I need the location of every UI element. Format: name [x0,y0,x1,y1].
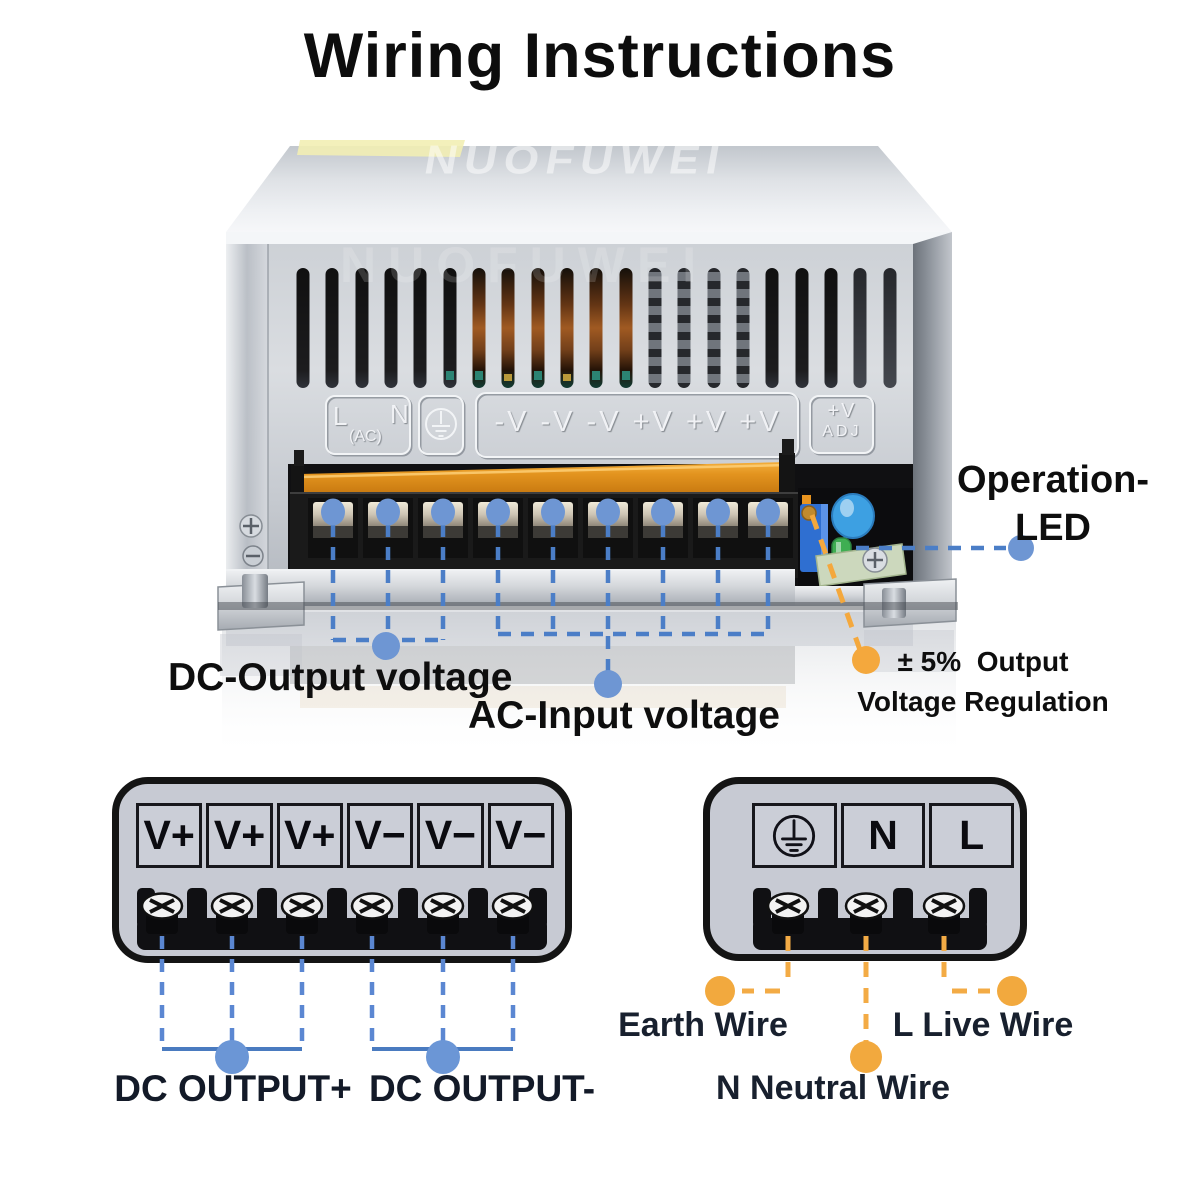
led-callout-dot [1008,535,1034,561]
front-edge-highlight [226,232,952,244]
ac-input-voltage-label: AC-Input voltage [468,694,780,737]
psu-top-face [226,146,952,232]
live-wire-label: L Live Wire [892,1006,1074,1044]
dc-cell-vminus-1: V− [346,803,414,868]
panel-label-neutral: N [390,399,409,429]
dc-output-callout-dot [372,632,400,660]
pcb-screw [862,547,888,573]
adjust-and-led-section [798,488,913,614]
left-flange-screw [242,545,264,567]
pcb-edge [815,543,907,587]
dc-terminal-cells: V+ V+ V+ V− V− V− [136,803,554,868]
panel-label-dc-row: -V -V -V +V +V +V [494,406,782,438]
neutral-wire-label: N Neutral Wire [716,1069,950,1107]
panel-label-ac: (AC) [349,428,382,445]
operation-led-line2: LED [1015,507,1091,549]
dc-cell-vminus-2: V− [417,803,484,868]
dc-cell-vplus-3: V+ [276,803,343,868]
ac-terminal-cells: N L [752,803,1015,868]
engraved-earth-icon [425,408,457,440]
earth-ground-icon [773,814,816,857]
regulation-callout-dot [852,646,880,674]
dc-terminal-diagram: V+ V+ V+ V− V− V− [112,777,572,963]
dc-cell-vplus-1: V+ [136,803,203,868]
ac-input-callout-dot [594,670,622,698]
dc-cell-vplus-2: V+ [206,803,273,868]
top-sticker [297,140,465,157]
case-lower-lip [226,570,795,606]
vent-grid [296,268,897,388]
left-standoff [242,574,268,608]
page-title: Wiring Instructions [303,21,897,91]
case-shadow [218,602,958,610]
dc-cell-vminus-3: V− [487,803,554,868]
regulation-callout-line [809,514,880,674]
panel-label-live: L [333,401,348,431]
earth-wire-label: Earth Wire [618,1006,788,1044]
dc-output-positive-label: DC OUTPUT+ [114,1068,352,1109]
floor-reflection [220,610,956,760]
dc-output-voltage-label: DC-Output voltage [168,656,513,699]
psu-right-face [913,232,952,606]
ac-cell-live: L [929,803,1015,868]
left-case-screw [239,514,263,538]
operation-led-line1: Operation- [956,459,1150,501]
ac-cell-neutral: N [840,803,926,868]
ac-terminal-diagram: N L [703,777,1027,961]
ac-cell-earth [752,803,837,868]
terminal-label-plate [325,392,876,460]
panel-label-adj-bottom: ADJ [822,423,862,440]
panel-label-adj-top: +V [827,400,857,422]
voltage-regulation-label: ± 5% Output Voltage Regulation [848,642,1118,722]
operation-led-label: Operation- LED [950,456,1156,552]
voltage-regulation-line2: Voltage Regulation [857,686,1109,717]
voltage-regulation-line1: ± 5% Output [897,646,1069,677]
terminal-dots [321,498,1034,698]
dc-output-negative-label: DC OUTPUT- [368,1068,596,1109]
mounting-hardware [217,514,958,631]
